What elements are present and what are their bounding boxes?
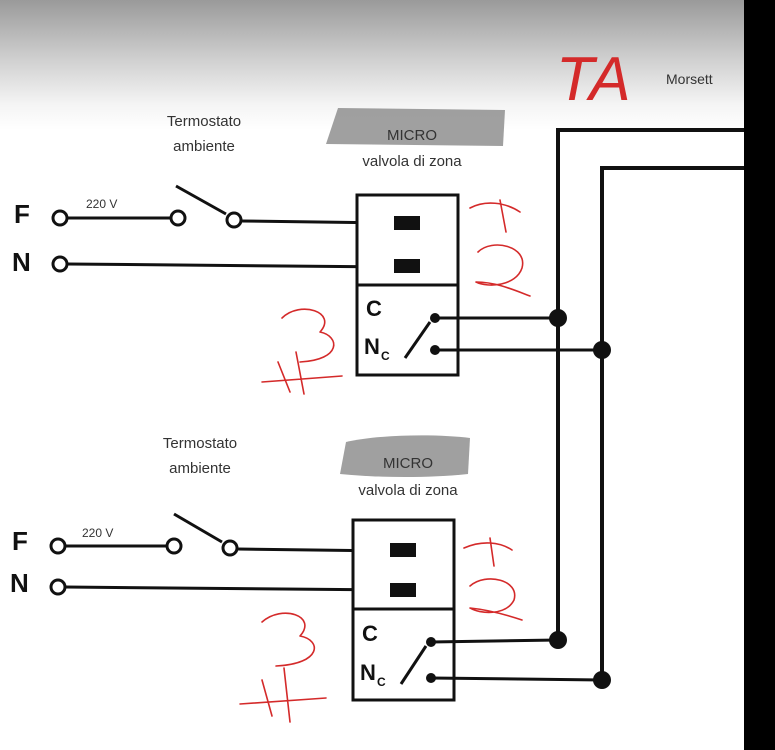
contact-nc-1: N xyxy=(364,334,380,359)
valve-terminal-1a xyxy=(394,216,420,230)
phase-label-2: F xyxy=(12,526,28,556)
switch-contact-1b xyxy=(225,211,243,229)
neutral-terminal-1 xyxy=(51,255,69,273)
micro-label-1: MICRO xyxy=(387,127,437,144)
micro-contact-2a xyxy=(426,637,436,647)
voltage-label-2: 220 V xyxy=(82,526,113,540)
phase-label-1: F xyxy=(14,199,30,229)
contact-nc-sub-1: C xyxy=(381,349,390,363)
ink-mark-1-three xyxy=(281,308,335,363)
neutral-wire-1 xyxy=(66,262,397,269)
neutral-label-1: N xyxy=(12,247,31,277)
thermostat-label-1a: Termostato xyxy=(167,113,241,130)
junction-2b xyxy=(593,671,611,689)
valve-terminal-2b xyxy=(390,583,416,597)
thermostat-label-2a: Termostato xyxy=(163,435,237,452)
neutral-terminal-2 xyxy=(49,578,67,596)
neutral-wire-2 xyxy=(64,585,393,592)
micro-wire-2b xyxy=(430,676,603,682)
top-shadow xyxy=(0,0,775,130)
right-edge-band xyxy=(744,0,775,750)
switch-contact-2a xyxy=(165,537,183,555)
micro-blade-2 xyxy=(399,645,428,685)
junction-1b xyxy=(593,341,611,359)
ink-mark-2-three xyxy=(261,612,316,667)
contact-c-2: C xyxy=(362,621,378,646)
neutral-label-2: N xyxy=(10,568,29,598)
micro-contact-1a xyxy=(430,313,440,323)
micro-blade-1 xyxy=(403,321,432,359)
micro-contact-2b xyxy=(426,673,436,683)
micro-label-2: MICRO xyxy=(383,455,433,472)
contact-nc-2: N xyxy=(360,660,376,685)
phase-terminal-2 xyxy=(49,537,67,555)
thermostat-label-2b: ambiente xyxy=(169,460,231,477)
terminal-wire-outer xyxy=(556,128,744,640)
switch-blade-2 xyxy=(173,512,223,544)
phase-terminal-1 xyxy=(51,209,69,227)
micro-highlight-1 xyxy=(326,108,505,146)
valve-terminal-1b xyxy=(394,259,420,273)
ink-mark-1-two xyxy=(475,244,531,297)
ink-mark-2-two xyxy=(469,578,523,621)
circuit-1: Termostato ambiente MICRO valvola di zon… xyxy=(12,108,611,377)
ink-mark-1-one xyxy=(469,199,521,233)
switch-blade-1 xyxy=(175,184,227,216)
micro-wire-2a xyxy=(430,638,559,644)
valve-label-1: valvola di zona xyxy=(362,153,462,170)
valve-terminal-2a xyxy=(390,543,416,557)
micro-highlight-2 xyxy=(340,435,470,477)
contact-c-1: C xyxy=(366,296,382,321)
ink-mark-2-four xyxy=(239,667,327,723)
terminal-label: Morsett xyxy=(666,71,713,87)
thermostat-label-1b: ambiente xyxy=(173,138,235,155)
valve-label-2: valvola di zona xyxy=(358,482,458,499)
switch-contact-2b xyxy=(221,539,239,557)
micro-contact-1b xyxy=(430,345,440,355)
junction-2a xyxy=(549,631,567,649)
switch-contact-1a xyxy=(169,209,187,227)
circuit-2: Termostato ambiente MICRO valvola di zon… xyxy=(10,435,611,702)
junction-1a xyxy=(549,309,567,327)
annotation-ta: TA xyxy=(556,45,631,114)
contact-nc-sub-2: C xyxy=(377,675,386,689)
ink-mark-2-one xyxy=(463,537,513,567)
voltage-label-1: 220 V xyxy=(86,197,117,211)
terminal-wire-inner xyxy=(600,166,744,680)
handwritten-annotations: TA xyxy=(239,45,631,723)
ink-mark-1-four xyxy=(261,351,343,395)
terminal-wiring xyxy=(556,128,744,680)
